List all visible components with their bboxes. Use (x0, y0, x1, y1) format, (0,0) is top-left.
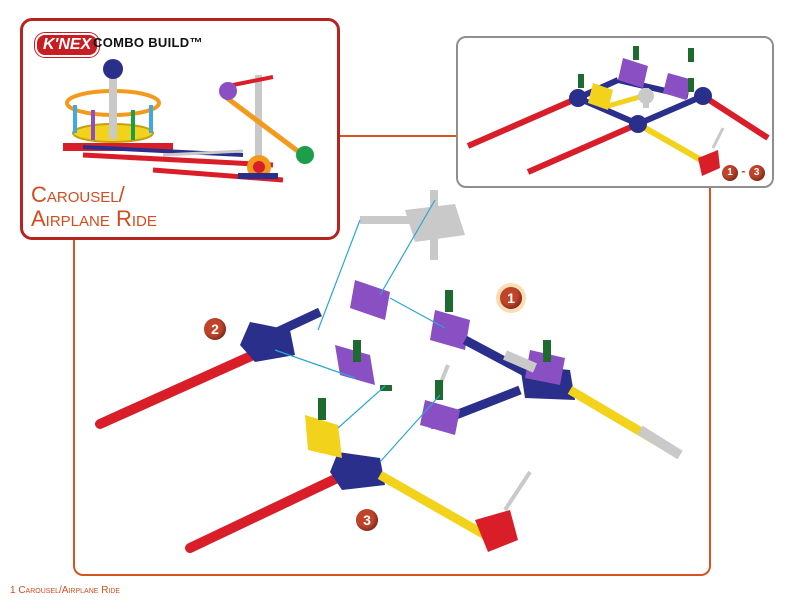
frame-connector-line (340, 135, 456, 137)
range-end-badge: 3 (749, 165, 765, 181)
finished-model-illustration (43, 55, 333, 185)
combo-build-label: COMBO BUILD™ (93, 35, 203, 50)
step-preview-card: 1 - 3 (456, 36, 774, 188)
range-separator: - (741, 164, 745, 178)
step-2-assembly (100, 280, 392, 424)
page-footer: 1 Carousel/Airplane Ride (10, 585, 120, 596)
gray-hub-connector (360, 190, 465, 260)
step-2-badge: 2 (204, 318, 226, 340)
carousel-model (63, 59, 173, 151)
step-1-badge: 1 (500, 287, 522, 309)
range-start-badge: 1 (722, 165, 738, 181)
step-3-badge: 3 (356, 509, 378, 531)
step-1-assembly (420, 290, 680, 455)
step-range: 1 - 3 (722, 164, 772, 181)
knex-logo: K'NEX (35, 33, 99, 57)
build-steps-illustration (80, 180, 710, 570)
